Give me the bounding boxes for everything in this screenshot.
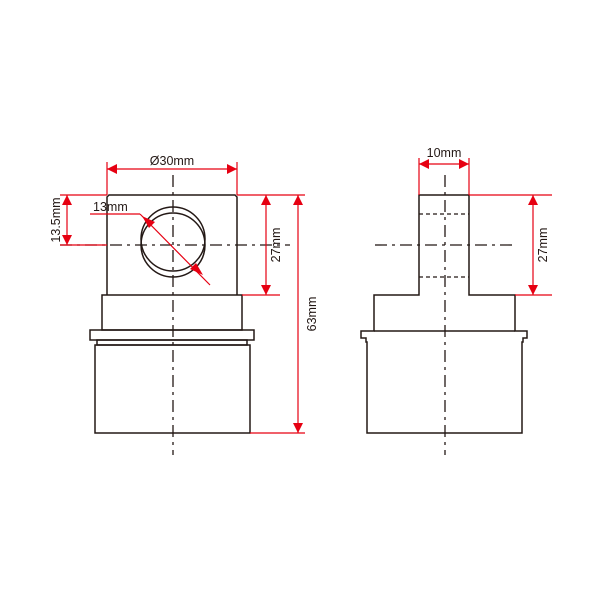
upper-height-label: 27mm — [269, 228, 283, 263]
front-flange — [89, 329, 255, 341]
hole-diameter-dimension-line — [139, 213, 211, 286]
hole-diameter-label: 13mm — [93, 200, 128, 214]
side-upper-height-label: 27mm — [536, 228, 550, 263]
front-view: Ø30mm 13.5mm 13mm 27mm 63mm — [49, 154, 319, 455]
hole-offset-label: 13.5mm — [49, 197, 63, 242]
width-label: 10mm — [427, 146, 462, 160]
total-height-label: 63mm — [305, 297, 319, 332]
front-shoulder — [101, 294, 243, 331]
arrow — [190, 263, 203, 275]
arrow — [142, 216, 155, 228]
front-top-block — [106, 194, 238, 295]
diameter-label: Ø30mm — [150, 154, 194, 168]
side-outline — [360, 194, 528, 434]
side-view: 10mm 27mm — [360, 146, 552, 455]
